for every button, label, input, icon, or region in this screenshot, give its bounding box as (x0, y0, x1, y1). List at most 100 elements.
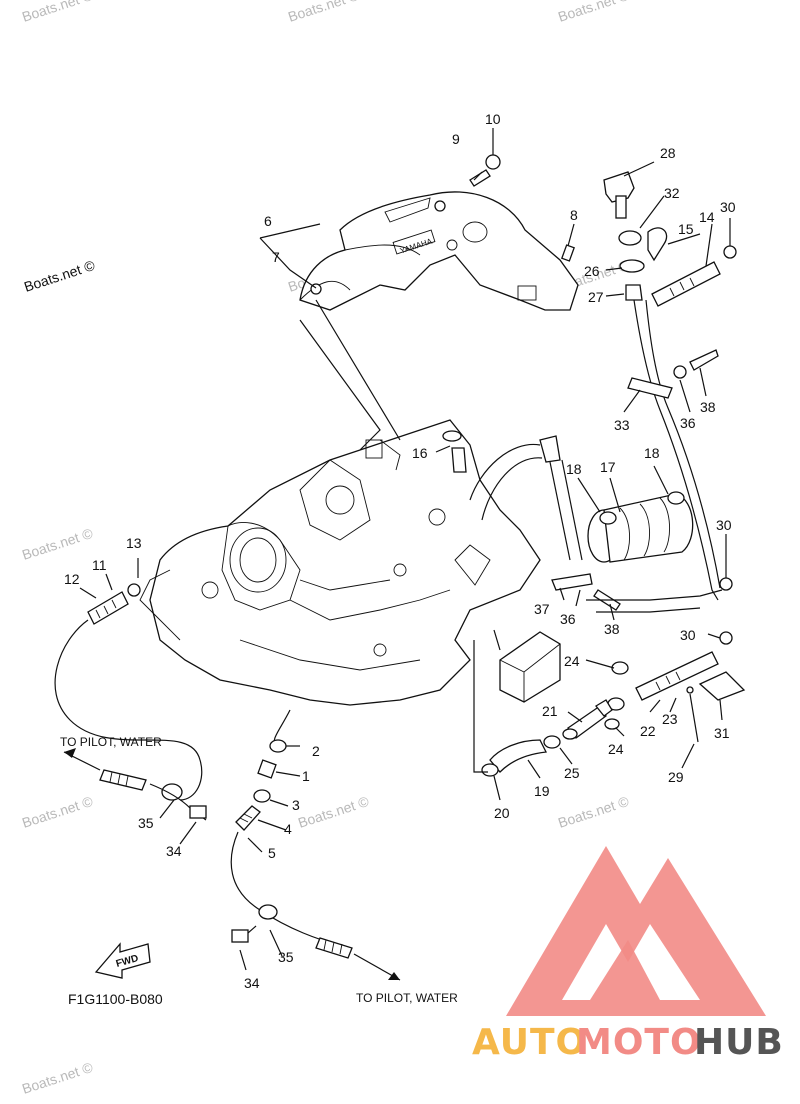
clamp-25 (543, 735, 561, 749)
callout-17: 17 (600, 459, 616, 475)
logo-text-moto: MOTO (576, 1022, 702, 1063)
cap-stem (615, 195, 627, 219)
callout-21: 21 (542, 703, 558, 719)
rod-29 (689, 693, 699, 743)
bracket-31 (698, 671, 746, 701)
watermark: Boats.net © (20, 1059, 95, 1097)
callout-10: 10 (485, 111, 501, 127)
callout-2: 2 (312, 743, 320, 759)
callout-34a: 34 (166, 843, 182, 859)
diagram-code: F1G1100-B080 (68, 991, 163, 1007)
hose-elbow (539, 435, 561, 463)
callout-33: 33 (614, 417, 630, 433)
watermark: Boats.net © (20, 0, 95, 25)
hose-upper-center (469, 443, 541, 501)
callout-31: 31 (714, 725, 730, 741)
clamp-30b (719, 577, 733, 591)
automotohub-logo: AUTO MOTO HUB (472, 846, 784, 1063)
callout-15: 15 (678, 221, 694, 237)
callout-26: 26 (584, 263, 600, 279)
callout-30a: 30 (720, 199, 736, 215)
callout-1: 1 (302, 768, 310, 784)
callout-13: 13 (126, 535, 142, 551)
callout-11: 11 (92, 557, 107, 573)
clip-34b (231, 929, 249, 943)
grommet-7a (434, 200, 446, 212)
watermark: Boats.net © (286, 0, 361, 25)
callout-29: 29 (668, 769, 684, 785)
callout-30b: 30 (716, 517, 732, 533)
hose-14 (651, 261, 721, 307)
hose-fittings-top-right (603, 171, 737, 307)
grommet-10 (485, 154, 501, 170)
callout-23: 23 (662, 711, 678, 727)
watermark: Boats.net © (20, 525, 95, 563)
callout-18b: 18 (644, 445, 660, 461)
clamp-20 (481, 763, 499, 777)
clamp-30a (723, 245, 737, 259)
callout-25: 25 (564, 765, 580, 781)
callout-32: 32 (664, 185, 680, 201)
bolt-9 (469, 169, 491, 187)
hose-main-right (633, 299, 719, 601)
control-module (493, 629, 561, 703)
hose-19 (489, 739, 547, 773)
callout-14: 14 (699, 209, 715, 225)
callout-19: 19 (534, 783, 550, 799)
strap-15 (647, 227, 668, 262)
callout-34b: 34 (244, 975, 260, 991)
callout-37: 37 (534, 601, 550, 617)
callout-24b: 24 (608, 741, 624, 757)
callout-36b: 36 (560, 611, 576, 627)
callout-8: 8 (570, 207, 578, 223)
joint-21 (562, 699, 613, 740)
logo-text-hub: HUB (694, 1022, 784, 1063)
engine-block (139, 419, 541, 706)
callout-22: 22 (640, 723, 656, 739)
callout-18a: 18 (566, 461, 582, 477)
callout-35b: 35 (278, 949, 294, 965)
watermark: Boats.net © (20, 793, 95, 831)
callout-38a: 38 (700, 399, 716, 415)
pilot-hose-left (54, 583, 207, 821)
coupler-17 (587, 491, 694, 563)
leader-lines (79, 128, 731, 971)
nut-32 (618, 230, 642, 246)
fwd-arrow: FWD (94, 942, 151, 979)
callout-27: 27 (588, 289, 604, 305)
callout-3: 3 (292, 797, 300, 813)
callout-5: 5 (268, 845, 276, 861)
callout-28: 28 (660, 145, 676, 161)
tube-16 (442, 430, 467, 473)
watermark: Boats.net © (296, 793, 371, 831)
watermark: Boats.net © (556, 0, 631, 25)
clip-34a (189, 805, 207, 819)
clamp-24a (611, 661, 629, 675)
callout-20: 20 (494, 805, 510, 821)
callout-16: 16 (412, 445, 428, 461)
clip-8 (561, 244, 575, 262)
callout-12: 12 (64, 571, 80, 587)
pilot-hose-lower (230, 709, 401, 981)
callout-36a: 36 (680, 415, 696, 431)
callout-layer: 1 2 3 4 5 6 7 8 9 10 11 12 13 14 15 16 1… (64, 111, 736, 991)
engine-cover: YAMAHA (299, 191, 579, 311)
callout-38b: 38 (604, 621, 620, 637)
callout-6: 6 (264, 213, 272, 229)
watermark: Boats.net © (22, 257, 97, 295)
callout-35a: 35 (138, 815, 154, 831)
watermark: Boats.net © (556, 793, 631, 831)
logo-text-auto: AUTO (472, 1022, 587, 1063)
clamp-30c (719, 631, 733, 645)
callout-24a: 24 (564, 653, 580, 669)
callout-9: 9 (452, 131, 460, 147)
fitting-27 (625, 284, 643, 301)
washer-26 (619, 259, 645, 273)
hose-23 (635, 651, 719, 701)
note-to-pilot-water-left: TO PILOT, WATER (60, 735, 162, 749)
callout-7: 7 (272, 249, 280, 265)
clamp-24b (604, 718, 620, 730)
note-to-pilot-water-bottom: TO PILOT, WATER (356, 991, 458, 1005)
